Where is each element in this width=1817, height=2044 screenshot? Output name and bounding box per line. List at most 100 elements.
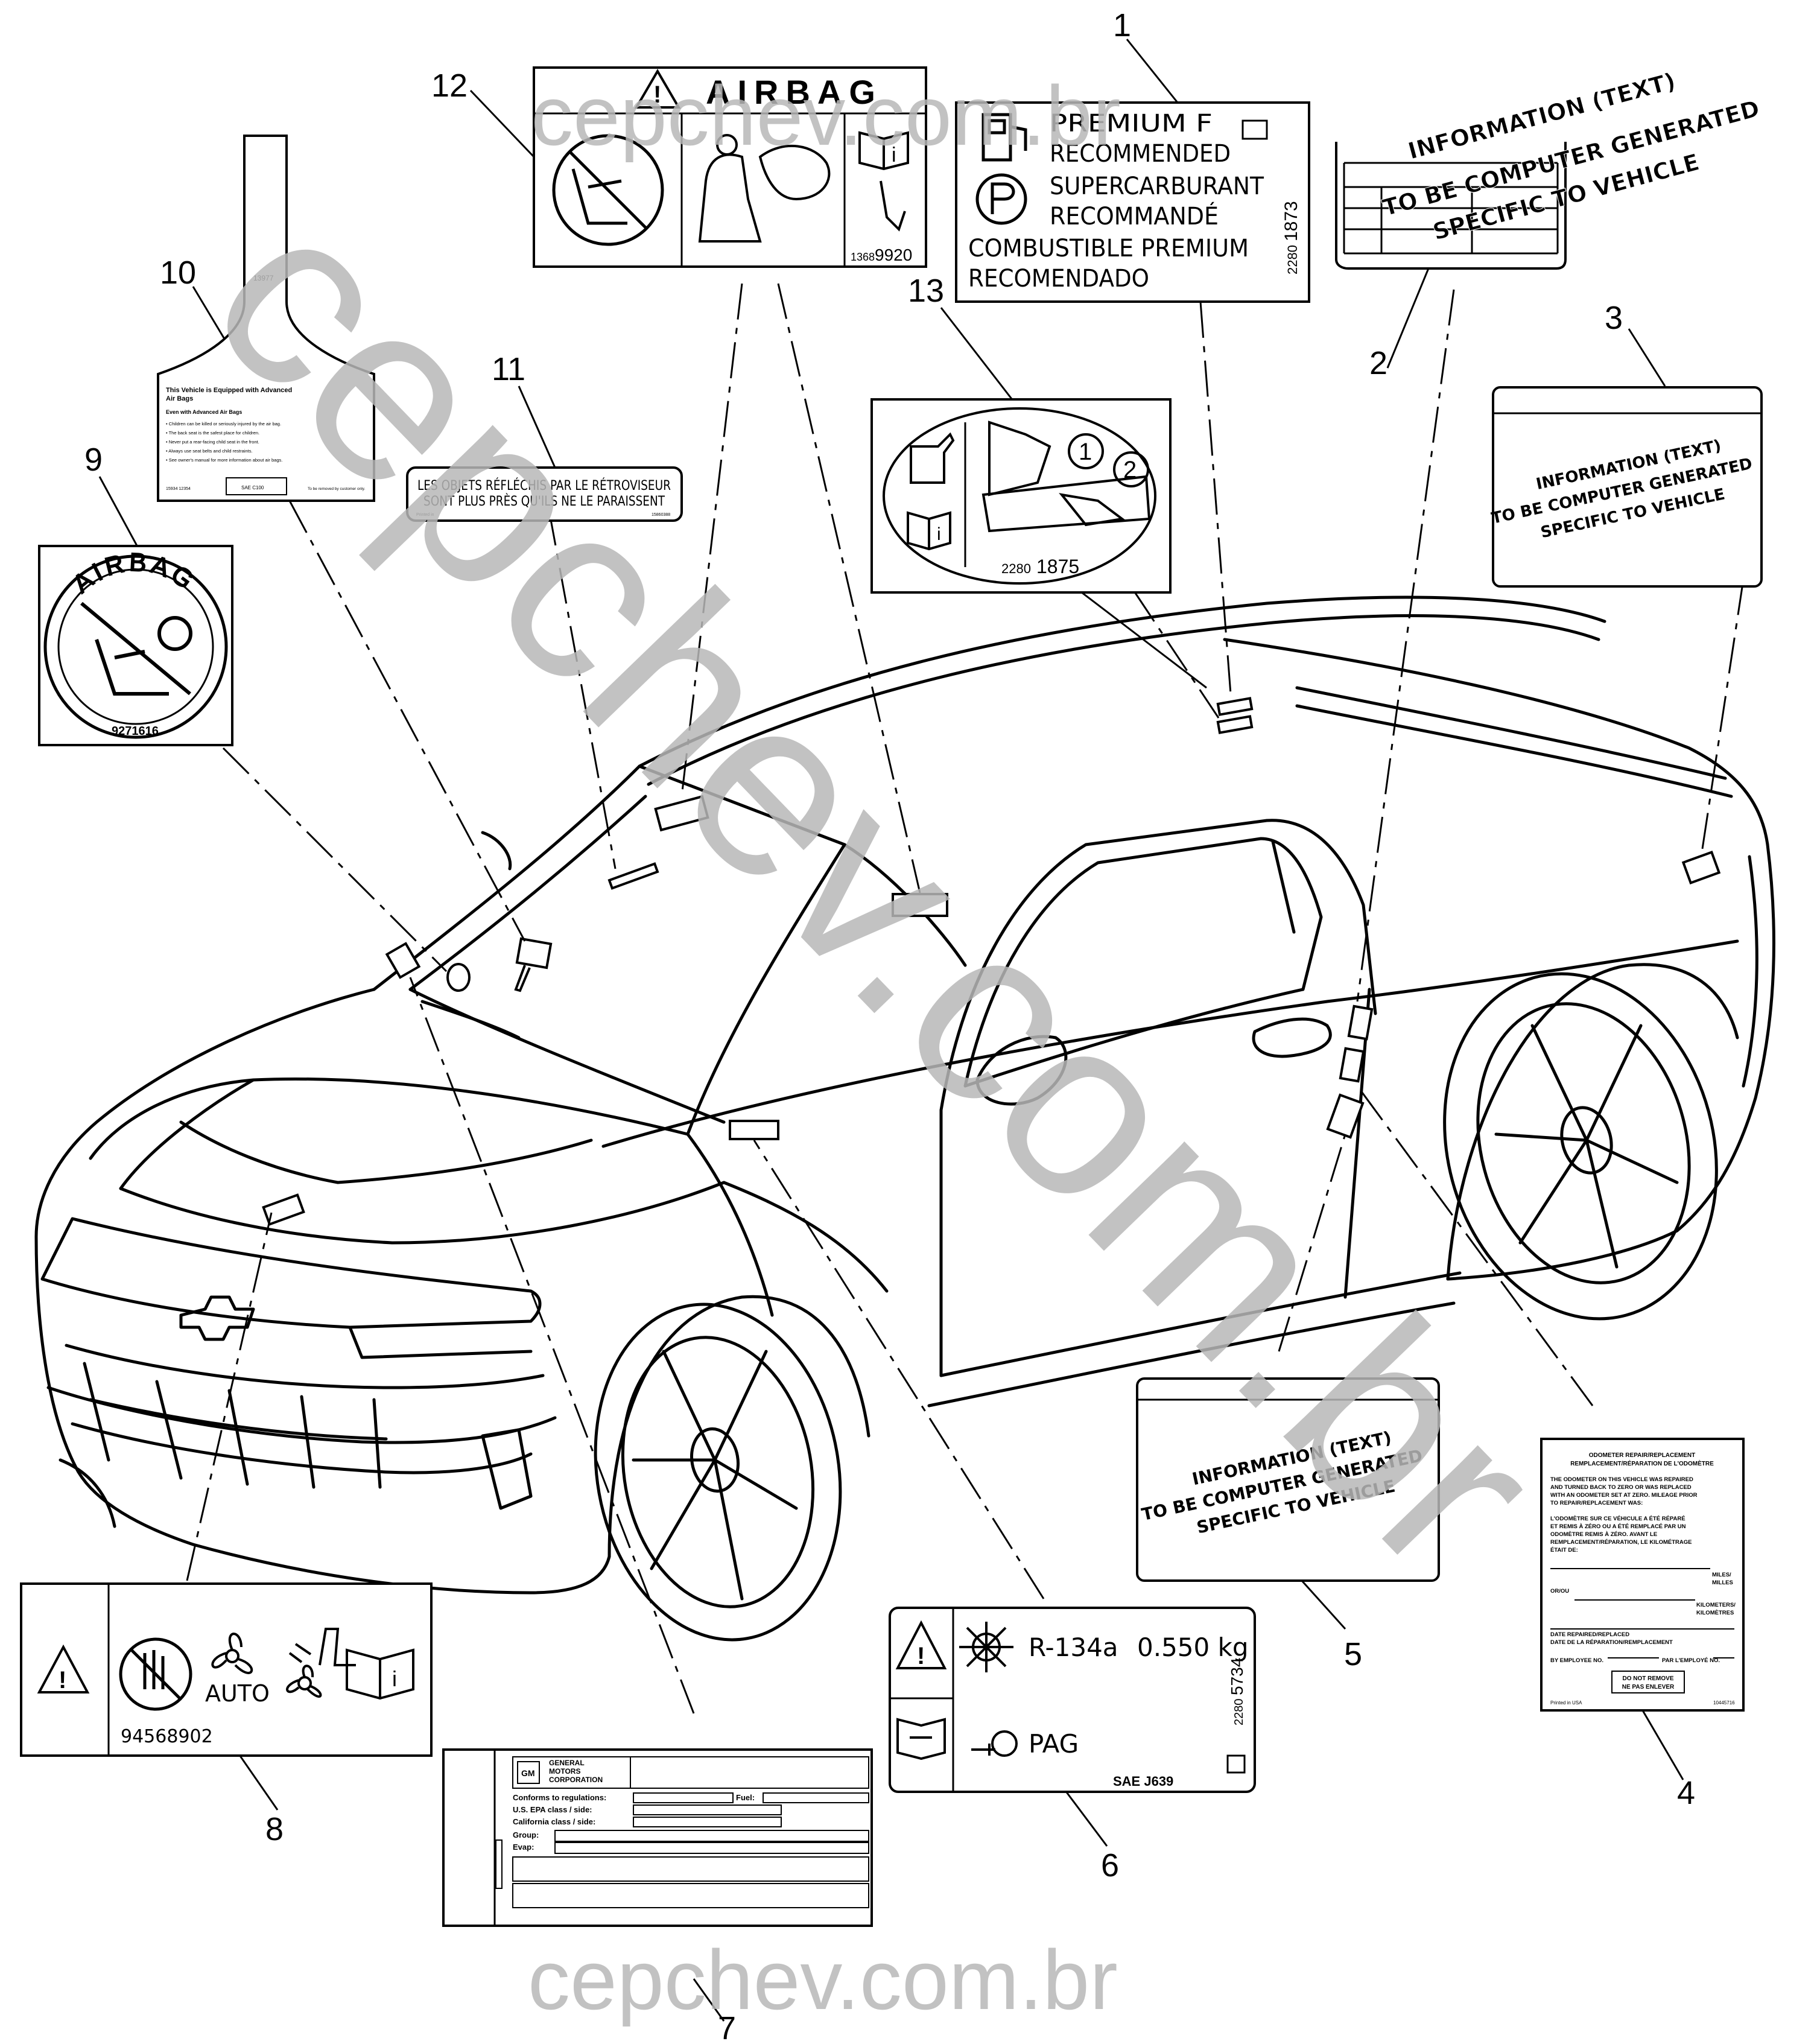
label-13-step-1: 1 [1079, 439, 1092, 465]
label-locations [262, 697, 1721, 1226]
label-4-emp1: BY EMPLOYEE NO. [1550, 1657, 1603, 1664]
label-4-donot1: DO NOT REMOVE [1622, 1675, 1673, 1682]
fan-icon [211, 1633, 253, 1674]
service-manual-icon [896, 1718, 946, 1760]
callout-2: 2 [1369, 345, 1387, 381]
label-10-b3: • Never put a rear-facing child seat in … [166, 439, 259, 445]
label-6-oil: PAG [1029, 1729, 1079, 1759]
label-7-gm2: MOTORS [549, 1767, 580, 1776]
callout-11: 11 [492, 351, 525, 387]
label-4-km1: KILOMETERS/ [1696, 1602, 1736, 1608]
owners-manual-icon-8 [346, 1648, 414, 1700]
label-4-fr1: L'ODOMÈTRE SUR CE VÉHICULE A ÉTÉ RÉPARÉ [1550, 1516, 1685, 1522]
label-6-part-prefix: 2280 [1232, 1699, 1246, 1726]
label-10-head1: This Vehicle is Equipped with Advanced [166, 387, 292, 394]
label-4-en1: THE ODOMETER ON THIS VEHICLE WAS REPAIRE… [1550, 1476, 1693, 1483]
label-7-gm-logo: GM [521, 1768, 535, 1778]
svg-text:!: ! [917, 1643, 925, 1669]
label-4-km2: KILOMÈTRES [1696, 1610, 1734, 1616]
label-11-mirror-warning: LES OBJETS RÉFLÉCHIS PAR LE RÉTROVISEUR … [406, 466, 683, 522]
callout-numbers: 1 2 3 4 5 6 7 8 9 10 11 12 13 [84, 7, 1695, 2044]
watermark-bottom: cepchev.com.br [528, 1932, 1118, 2027]
label-1-line6: RECOMENDADO [968, 265, 1149, 293]
label-12-part-prefix: 1368 [851, 251, 875, 263]
label-1-line1: PREMIUM F [1050, 110, 1213, 138]
vehicle-body-drawing [34, 595, 1775, 1642]
label-6-part-suffix: 5734 [1228, 1658, 1246, 1695]
label-1-line3: SUPERCARBURANT [1050, 173, 1264, 200]
label-6-refrigerant: R-134a [1029, 1633, 1118, 1662]
warning-triangle-icon [634, 69, 681, 109]
svg-text:i: i [392, 1666, 397, 1691]
label-4-orou: OR/OU [1550, 1588, 1569, 1595]
label-7-california: California class / side: [513, 1817, 595, 1826]
callout-12: 12 [431, 68, 468, 104]
svg-text:!: ! [653, 81, 661, 108]
label-8-hvac: ! AUTO i 94568902 [20, 1582, 433, 1757]
label-7-fuel: Fuel: [736, 1793, 755, 1802]
label-13-fuel-door: i 1 2 2280 1875 [870, 398, 1172, 594]
label-4-fr4: REMPLACEMENT/RÉPARATION, LE KILOMÉTRAGE [1550, 1539, 1692, 1546]
label-4-en2: AND TURNED BACK TO ZERO OR WAS REPLACED [1550, 1484, 1692, 1491]
label-11-small-right: 15860388 [652, 513, 670, 517]
label-4-title1: ODOMETER REPAIR/REPLACEMENT [1589, 1452, 1696, 1459]
label-4-fr3: ODOMÈTRE REMIS À ZÉRO. AVANT LE [1550, 1531, 1657, 1538]
label-1-line4: RECOMMANDÉ [1050, 202, 1219, 230]
label-9-airbag-round: AIRBAG 9271616 [38, 545, 233, 746]
label-4-emp2: PAR L'EMPLOYÉ NO. [1662, 1657, 1720, 1664]
label-4-fr2: ET REMIS À ZÉRO OU A ÉTÉ REMPLACÉ PAR UN [1550, 1523, 1686, 1530]
label-10-b1: • Children can be killed or seriously in… [166, 421, 281, 427]
label-13-part-suffix: 1875 [1036, 556, 1079, 577]
label-4-fr5: ÉTAIT DE: [1550, 1547, 1578, 1554]
label-7-evap: Evap: [513, 1842, 534, 1852]
callout-6: 6 [1101, 1847, 1119, 1884]
callout-1: 1 [1113, 7, 1131, 43]
callout-13: 13 [908, 273, 944, 309]
label-1-part-prefix: 2280 [1285, 245, 1300, 275]
label-2-vehicle-info: INFORMATION (TEXT) TO BE COMPUTER GENERA… [1335, 67, 1763, 270]
label-11-line1: LES OBJETS RÉFLÉCHIS PAR LE RÉTROVISEUR [417, 478, 671, 494]
label-7-gm1: GENERAL [549, 1759, 585, 1767]
label-7-emissions: GM GENERAL MOTORS CORPORATION Conforms t… [442, 1748, 873, 1927]
fuel-pump-icon [981, 113, 1027, 162]
callout-leaders [98, 39, 1684, 2022]
label-10-remove: To be removed by customer only. [308, 487, 365, 491]
label-12-title: AIRBAG [706, 73, 883, 111]
owners-manual-icon-13 [907, 511, 951, 551]
label-1-line5: COMBUSTIBLE PREMIUM [968, 235, 1249, 262]
label-4-printed: Printed in USA [1550, 1700, 1582, 1706]
callout-8: 8 [265, 1811, 284, 1847]
airbag-deployment-icon [698, 134, 831, 243]
label-10-b5: • See owner's manual for more informatio… [166, 457, 282, 463]
callout-3: 3 [1605, 300, 1623, 336]
label-10-b4: • Always use seat belts and child restra… [166, 448, 253, 454]
label-7-epa: U.S. EPA class / side: [513, 1805, 592, 1814]
label-4-milles: MILLES [1712, 1579, 1733, 1586]
label-3-vehicle-info: INFORMATION (TEXT) TO BE COMPUTER GENERA… [1490, 386, 1763, 588]
leader-lines [186, 283, 1745, 1714]
fuel-can-icon [910, 432, 955, 484]
fuel-door-release-diagram [981, 421, 1151, 533]
label-13-part-prefix: 2280 [1001, 561, 1031, 576]
label-7-gm3: CORPORATION [549, 1776, 603, 1784]
label-7-conforms: Conforms to regulations: [513, 1793, 606, 1802]
label-4-miles: MILES/ [1712, 1572, 1731, 1578]
label-12-airbag-warning: ! AIRBAG i 1368 9920 [533, 66, 927, 268]
no-hand-icon [119, 1637, 192, 1711]
callout-5: 5 [1344, 1636, 1362, 1672]
premium-fuel-symbol-icon [975, 173, 1027, 225]
label-6-standard: SAE J639 [1113, 1774, 1173, 1789]
warning-triangle-icon-8 [37, 1644, 90, 1693]
label-13-step-2: 2 [1123, 457, 1137, 483]
svg-text:!: ! [59, 1667, 66, 1693]
callout-4: 4 [1677, 1775, 1695, 1811]
label-7-group: Group: [513, 1830, 539, 1839]
label-10-sub: Even with Advanced Air Bags [166, 409, 242, 415]
label-8-partno: 94568902 [121, 1726, 213, 1747]
label-4-en3: WITH AN ODOMETER SET AT ZERO. MILEAGE PR… [1550, 1492, 1698, 1499]
label-11-line2: SONT PLUS PRÈS QU'ILS NE LE PARAISSENT [423, 494, 665, 509]
label-4-partno: 10445716 [1713, 1700, 1735, 1706]
callout-10: 10 [160, 255, 196, 291]
label-4-date1: DATE REPAIRED/REPLACED [1550, 1631, 1629, 1638]
